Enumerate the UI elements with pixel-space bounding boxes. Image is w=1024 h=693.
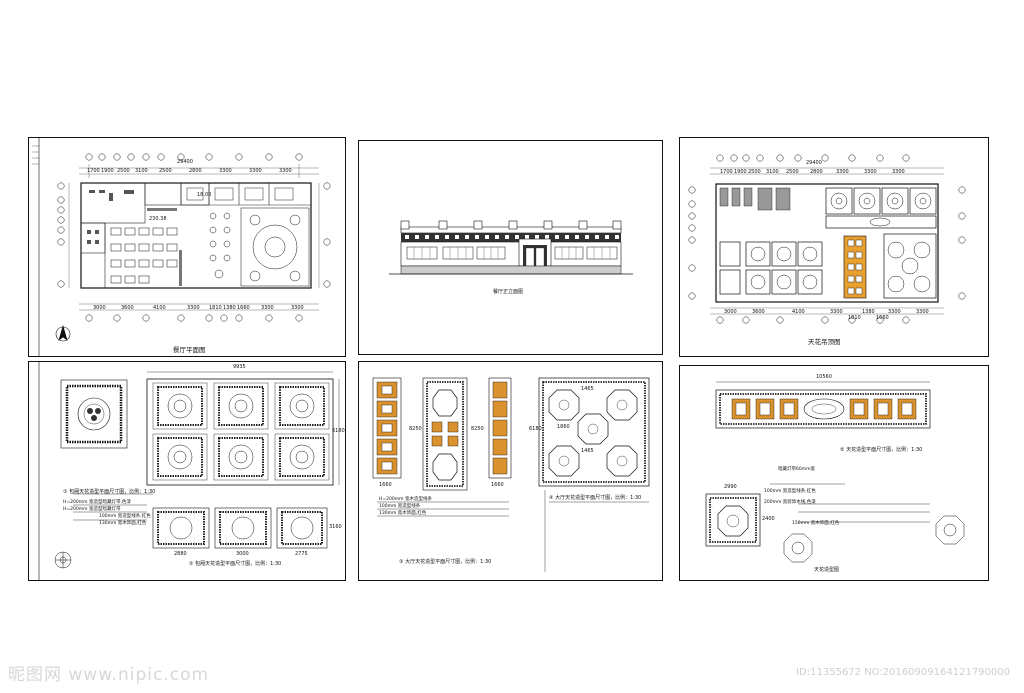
floor-plan-bottom-dim: 4100 <box>153 305 166 311</box>
ceiling-top-total-dim: 29400 <box>806 160 822 166</box>
detail-c-side-dim-2: 2400 <box>762 516 775 522</box>
floor-plan-bottom-dim: 1660 <box>237 305 250 311</box>
detail-a-lower-side-dim: 3160 <box>329 524 342 530</box>
detail-a-caption-1: ① 包厢天花造型平面尺寸图，比例：1:30 <box>63 489 156 495</box>
detail-a-lower-dim: 3000 <box>236 551 249 557</box>
detail-a-note-4: 130mm 宽木饰面,红色 <box>99 521 147 526</box>
detail-a-side-dim: 6180 <box>332 428 345 434</box>
floor-plan-top-dim: 3300 <box>279 168 292 174</box>
detail-b-side-dim: 8250 <box>471 426 484 432</box>
sheet-elevation: 餐厅正立面图 <box>358 140 663 355</box>
ceiling-top-dim: 3300 <box>864 169 877 175</box>
detail-a-drawing <box>38 362 340 580</box>
floor-plan-top-dim: 3300 <box>219 168 232 174</box>
detail-a-total-dim: 9935 <box>233 364 246 370</box>
floor-plan-caption: 餐厅平面图 <box>173 346 206 354</box>
floor-plan-bottom-dim: 3600 <box>121 305 134 311</box>
floor-plan-top-dim: 3300 <box>249 168 262 174</box>
detail-b-caption-right: ④ 大厅天花造型平面尺寸图，比例：1:30 <box>549 495 642 501</box>
ceiling-bottom-dim: 3300 <box>888 309 901 315</box>
ceiling-bottom-dim: 1380 <box>862 309 875 315</box>
floor-plan-top-dim: 1700 <box>87 168 100 174</box>
ceiling-bottom-dim: 1810 <box>848 315 861 321</box>
ceiling-top-dim: 1700 <box>720 169 733 175</box>
floor-plan-top-dim: 2500 <box>159 168 172 174</box>
ceiling-top-dim: 2500 <box>748 169 761 175</box>
detail-a-lower-dim: 2775 <box>295 551 308 557</box>
floor-plan-bottom-dim: 3300 <box>187 305 200 311</box>
sheet-floor-plan: 29400 1700 1900 2500 3100 2500 2800 3300… <box>28 137 346 357</box>
sheet-ceiling-plan: 29400 1700 1900 2500 3100 2500 2800 3300… <box>679 137 989 357</box>
floor-plan-area-label: 230.38 <box>149 216 167 222</box>
detail-a-note-1: H=200mm 宽造型暗藏灯带,色漆 <box>63 500 131 505</box>
watermark: 昵图网 www.nipic.com <box>8 665 210 685</box>
ceiling-top-dim: 3300 <box>836 169 849 175</box>
ceiling-top-dim: 1900 <box>734 169 747 175</box>
elevation-drawing <box>389 220 633 275</box>
ceiling-bottom-dim: 3000 <box>724 309 737 315</box>
ceiling-plan-drawing <box>688 154 966 324</box>
detail-c-total-dim: 10560 <box>816 374 832 380</box>
floor-plan-bottom-dim: 3300 <box>291 305 304 311</box>
detail-c-drawing <box>705 381 965 563</box>
detail-c-note-2: 100mm 宽造型线条,红色 <box>764 489 816 494</box>
image-id-text: ID:11355672 NO:20160909164121790000 <box>796 667 1010 678</box>
detail-a-lower-dim: 2880 <box>174 551 187 557</box>
floor-plan-drawing <box>32 138 331 356</box>
floor-plan-bottom-dim: 3300 <box>261 305 274 311</box>
sheet-detail-a: 9935 6180 2880 3000 2775 3160 ① 包厢天花造型平面… <box>28 361 346 581</box>
floor-plan-area-label: 18.00 <box>197 192 212 198</box>
detail-a-note-2: H=200mm 宽造型暗藏灯带 <box>63 507 121 512</box>
floor-plan-bottom-dim: 1380 <box>223 305 236 311</box>
detail-b-width-dim: 1660 <box>379 482 392 488</box>
detail-c-note-4: 暗藏灯带60mm宽 <box>778 467 815 472</box>
detail-c-note-1: 200mm 宽装饰木线,色漆 <box>764 500 816 505</box>
detail-b-note-1: H=200mm 宽木造型线条 <box>379 497 432 502</box>
floor-plan-top-dim: 2800 <box>189 168 202 174</box>
detail-b-width-dim: 1660 <box>491 482 504 488</box>
detail-b-drawing <box>372 377 650 572</box>
detail-b-note-2: 100mm 宽造型线条 <box>379 504 421 509</box>
detail-c-caption-2: 天花造型图 <box>814 567 840 573</box>
detail-b-caption: ③ 大厅天花造型平面尺寸图，比例：1:30 <box>399 559 492 565</box>
ceiling-bottom-dim: 3600 <box>752 309 765 315</box>
detail-a-caption-2: ② 包厢天花造型平面尺寸图，比例：1:30 <box>189 561 282 567</box>
floor-plan-bottom-dim: 1810 <box>209 305 222 311</box>
detail-c-note-3: 150mm 宽木饰面,红色 <box>792 521 840 526</box>
detail-c-side-dim: 2990 <box>724 484 737 490</box>
ceiling-top-dim: 3300 <box>892 169 905 175</box>
detail-b-top-dim: 1465 <box>581 448 594 454</box>
ceiling-plan-caption: 天花吊顶图 <box>808 338 841 346</box>
ceiling-top-dim: 2500 <box>786 169 799 175</box>
elevation-caption: 餐厅正立面图 <box>493 289 524 295</box>
floor-plan-top-dim: 2500 <box>117 168 130 174</box>
ceiling-bottom-dim: 3300 <box>830 309 843 315</box>
detail-b-note-3: 130mm 宽木饰面,红色 <box>379 511 427 516</box>
sheet-detail-c: 10560 ⑤ 天花造型平面尺寸图，比例：1:30 暗藏灯带60mm宽 200m… <box>679 365 989 581</box>
detail-b-top-dim: 1465 <box>581 386 594 392</box>
ceiling-bottom-dim: 1660 <box>876 315 889 321</box>
detail-a-note-3: 100mm 宽造型线条,红色 <box>99 514 151 519</box>
detail-c-caption: ⑤ 天花造型平面尺寸图，比例：1:30 <box>840 447 923 453</box>
ceiling-bottom-dim: 4100 <box>792 309 805 315</box>
detail-b-side-dim: 6180 <box>529 426 542 432</box>
ceiling-bottom-dim: 3300 <box>916 309 929 315</box>
detail-b-side-dim: 8250 <box>409 426 422 432</box>
ceiling-top-dim: 2800 <box>810 169 823 175</box>
floor-plan-top-dim: 1900 <box>101 168 114 174</box>
floor-plan-bottom-dim: 3000 <box>93 305 106 311</box>
detail-b-top-dim: 1860 <box>557 424 570 430</box>
sheet-detail-b: 8250 8250 6180 1660 1660 1465 1465 1860 … <box>358 361 663 581</box>
floor-plan-top-total-dim: 29400 <box>177 159 193 165</box>
ceiling-top-dim: 3100 <box>766 169 779 175</box>
floor-plan-top-dim: 3100 <box>135 168 148 174</box>
